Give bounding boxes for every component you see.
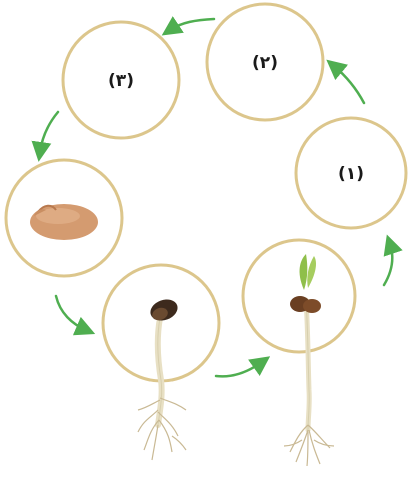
arrow-1-to-2 bbox=[334, 66, 364, 103]
circle-label-3: (٣) bbox=[108, 71, 134, 91]
arrow-germination-to-seedling bbox=[216, 362, 262, 376]
circle-stage-3: (٣) bbox=[63, 22, 179, 138]
arrow-2-to-3 bbox=[170, 19, 214, 30]
circle-label-2: (٢) bbox=[252, 53, 278, 73]
arrow-seed-to-germination bbox=[56, 296, 86, 330]
circle-germination-stage bbox=[103, 265, 219, 460]
arrow-seedling-to-1 bbox=[384, 244, 392, 285]
arrow-3-to-seed bbox=[40, 112, 58, 152]
circle-seed-stage bbox=[6, 160, 122, 276]
seed-icon bbox=[30, 204, 98, 240]
circle-seedling-stage bbox=[243, 240, 355, 466]
circle-stage-2: (٢) bbox=[207, 4, 323, 120]
circle-stage-1: (١) bbox=[296, 118, 406, 228]
circle-label-1: (١) bbox=[338, 164, 364, 184]
